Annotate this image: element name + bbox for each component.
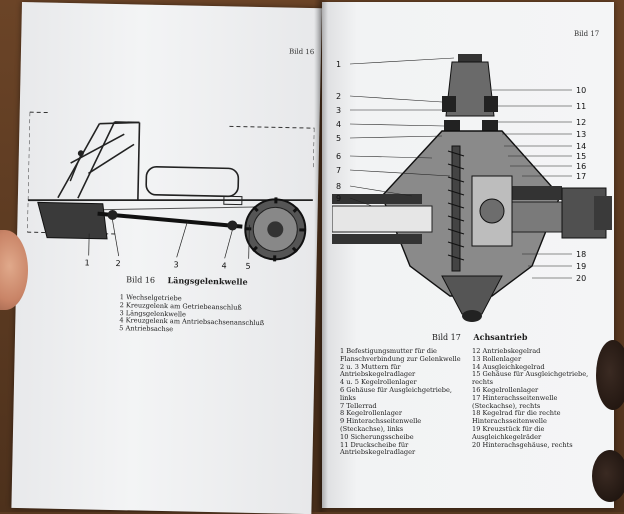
- callout-1: 1: [336, 60, 341, 69]
- right-finger: [596, 340, 624, 410]
- caption-title: Achsantrieb: [473, 332, 527, 342]
- list-item: 2 u. 3 Muttern für Antriebskegelradlager: [340, 364, 468, 380]
- callout-3: 3: [173, 260, 178, 269]
- caption-number: Bild 17: [432, 333, 461, 342]
- callout-18: 18: [576, 250, 586, 259]
- list-item: 1 Befestigungsmutter für die Flanschverb…: [340, 348, 468, 364]
- callout-20: 20: [576, 274, 586, 283]
- caption-number: Bild 16: [126, 275, 155, 285]
- callout-12: 12: [576, 118, 586, 127]
- right-finger-lower: [592, 450, 624, 502]
- callout-14: 14: [576, 142, 586, 151]
- list-item: 19 Kreuzstück für die Ausgleichkegelräde…: [472, 426, 602, 442]
- left-page-number: Bild 16: [289, 48, 314, 57]
- callout-7: 7: [336, 166, 341, 175]
- drivetrain-figure: 1 2 3 4 5: [26, 102, 314, 278]
- parts-list-column-a: 1 Befestigungsmutter für die Flanschverb…: [340, 348, 468, 457]
- list-item: 17 Hinterachsseitenwelle (Steckachse), r…: [472, 395, 602, 411]
- callout-6: 6: [336, 152, 341, 161]
- list-item: 18 Kegelrad für die rechte Hinterachssei…: [472, 410, 602, 426]
- callout-2: 2: [115, 259, 120, 268]
- callout-16: 16: [576, 162, 586, 171]
- list-item: 9 Hinterachsseitenwelle (Steckachse), li…: [340, 418, 468, 434]
- callout-15: 15: [576, 152, 586, 161]
- list-item: 6 Gehäuse für Ausgleichgetriebe, links: [340, 387, 468, 403]
- right-page-number: Bild 17: [574, 30, 599, 38]
- differential-figure: 1 2 3 4 5 6 7 8 9 10 11 12 13 14 15 16 1…: [332, 46, 614, 336]
- book-gutter: [314, 0, 328, 512]
- callout-11: 11: [576, 102, 586, 111]
- callout-5: 5: [336, 134, 341, 143]
- list-item: 11 Druckscheibe für Antriebskegelradlage…: [340, 442, 468, 458]
- callout-5: 5: [245, 262, 250, 271]
- callout-8: 8: [336, 182, 341, 191]
- parts-list-column-b: 12 Antriebskegelrad 13 Rollenlager 14 Au…: [472, 348, 602, 449]
- figure-caption: Bild 16 Längsgelenkwelle: [126, 274, 248, 287]
- callout-4: 4: [221, 261, 226, 270]
- callout-19: 19: [576, 262, 586, 271]
- callout-10: 10: [576, 86, 586, 95]
- callout-1: 1: [84, 258, 89, 267]
- list-item: 15 Gehäuse für Ausgleichgetriebe, rechts: [472, 371, 602, 387]
- right-page: Bild 17: [322, 2, 614, 508]
- figure-caption: Bild 17 Achsantrieb: [432, 332, 527, 342]
- callout-17: 17: [576, 172, 586, 181]
- callout-2: 2: [336, 92, 341, 101]
- caption-title: Längsgelenkwelle: [167, 275, 247, 287]
- parts-list: 1 Wechselgetriebe 2 Kreuzgelenk am Getri…: [119, 294, 300, 337]
- callout-3: 3: [336, 106, 341, 115]
- callout-13: 13: [576, 130, 586, 139]
- left-page: Bild 16: [11, 2, 322, 514]
- callout-4: 4: [336, 120, 341, 129]
- list-item: 20 Hinterachsgehäuse, rechts: [472, 442, 602, 450]
- callout-9: 9: [336, 194, 341, 203]
